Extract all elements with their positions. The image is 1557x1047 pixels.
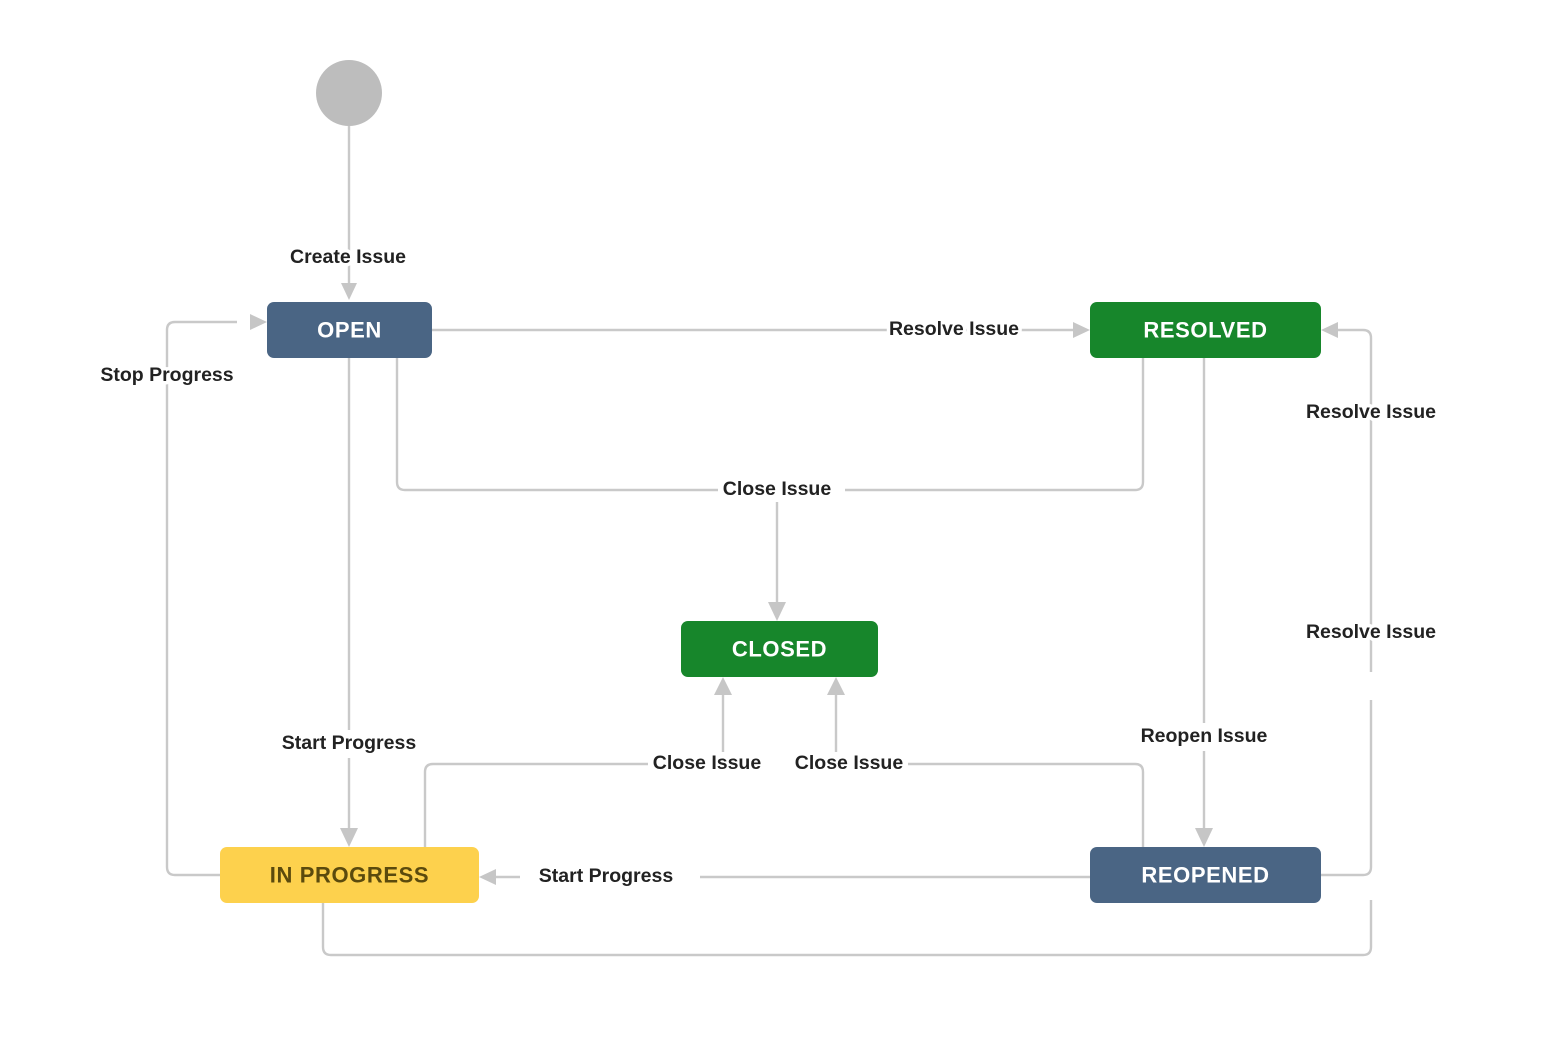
edge-label-in-progress-close: Close Issue [653,752,762,774]
edge-label-reopened-start: Start Progress [539,865,674,887]
node-resolved[interactable]: RESOLVED [1090,302,1321,358]
node-in-progress[interactable]: IN PROGRESS [220,847,479,903]
edge-close-issue-open [395,358,718,492]
edge-close-issue-reopened [827,677,1145,847]
node-open[interactable]: OPEN [267,302,432,358]
node-closed-rect[interactable] [681,621,878,677]
edge-label-open-resolve: Resolve Issue [889,318,1019,340]
start-node-circle[interactable] [316,60,382,126]
node-open-rect[interactable] [267,302,432,358]
edge-label-create-issue: Create Issue [290,246,406,268]
edge-stop-progress [165,314,267,877]
node-in-progress-rect[interactable] [220,847,479,903]
node-reopened[interactable]: REOPENED [1090,847,1321,903]
edge-close-issue-in-progress [423,677,732,847]
node-closed[interactable]: CLOSED [681,621,878,677]
edge-label-open-close: Close Issue [723,478,832,500]
edge-label-resolved-reopen: Reopen Issue [1141,725,1268,747]
edge-label-reopened-resolve: Resolve Issue [1306,401,1436,423]
edge-label-in-progress-resolve: Resolve Issue [1306,621,1436,643]
edge-create-issue [341,126,357,300]
edges-layer [165,126,1373,957]
edge-label-reopened-close: Close Issue [795,752,904,774]
edge-open-resolve [432,322,1090,338]
node-resolved-rect[interactable] [1090,302,1321,358]
edge-close-issue-resolved [845,358,1145,492]
edge-resolve-issue-in-progress [321,450,1373,957]
edge-label-open-start: Start Progress [282,732,417,754]
edge-start-progress-reopened [479,869,1090,885]
node-reopened-rect[interactable] [1090,847,1321,903]
edge-resolve-issue-reopened [1321,322,1373,877]
edge-labels-layer: Create Issue Resolve Issue Stop Progress… [97,243,1440,891]
edge-reopen-issue [1195,358,1213,847]
edge-label-stop-progress: Stop Progress [100,364,233,386]
edge-close-issue-to-closed [768,502,786,621]
edge-start-progress-open [340,358,358,847]
